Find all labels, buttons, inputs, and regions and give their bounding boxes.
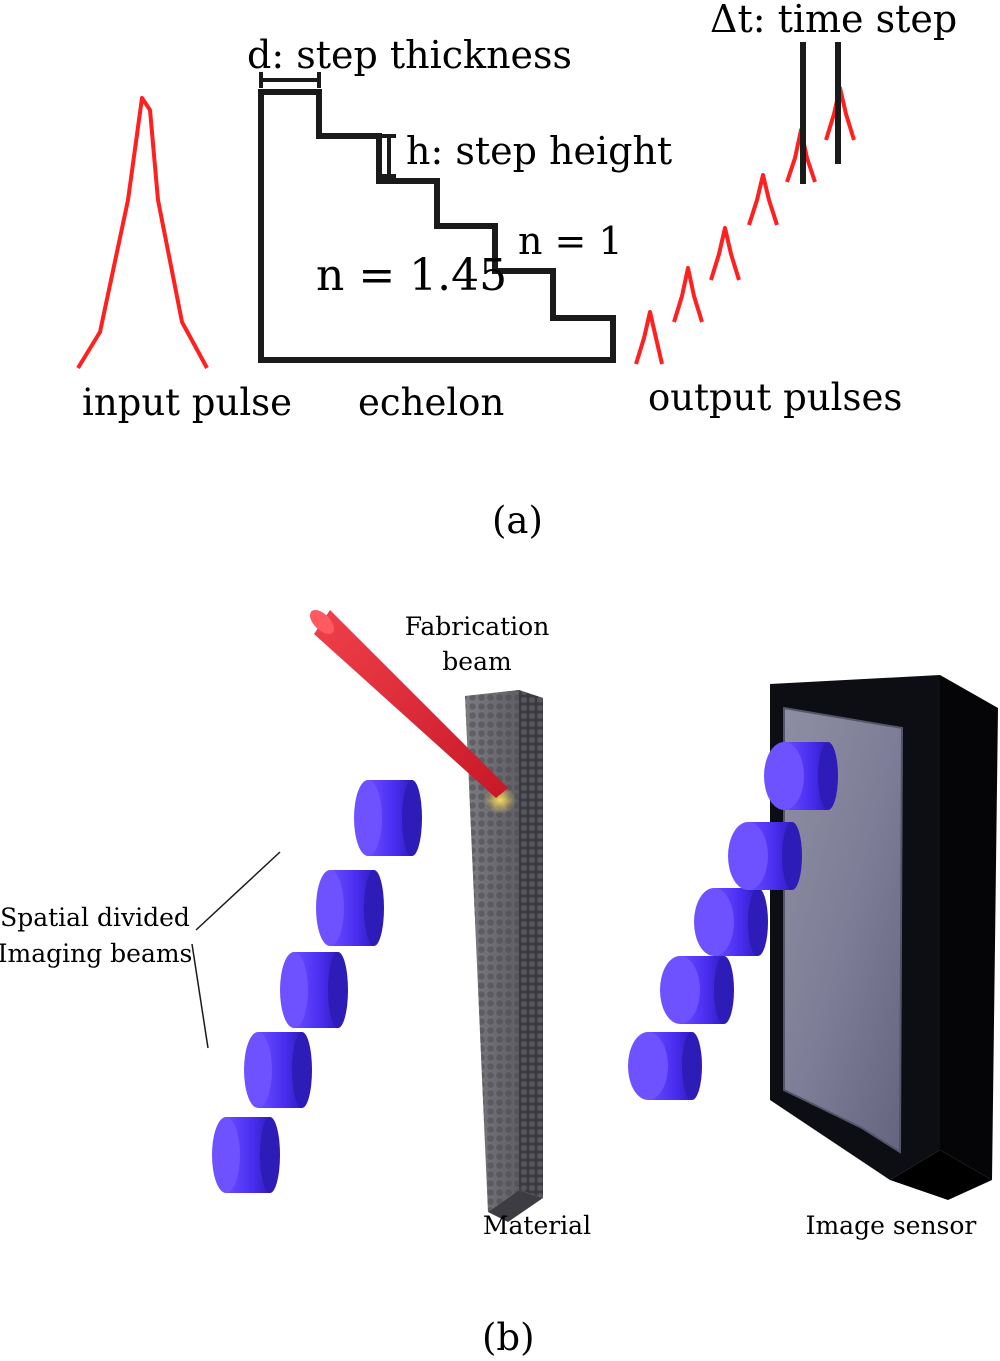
left-imaging-beams	[212, 780, 422, 1193]
imaging-disc	[660, 956, 734, 1024]
step-height-bracket	[382, 134, 396, 178]
imaging-beams-pointer	[191, 851, 281, 1049]
output-pulses-label: output pulses	[648, 376, 902, 419]
panel-b-caption: (b)	[482, 1316, 535, 1359]
air-index-label: n = 1	[518, 219, 623, 263]
output-pulse	[672, 266, 704, 323]
material-label: Material	[483, 1211, 591, 1240]
input-pulse-label: input pulse	[82, 381, 292, 424]
input-pulse	[76, 96, 209, 370]
glass-index-label: n = 1.45	[316, 250, 507, 301]
imaging-disc	[628, 1032, 702, 1100]
material-slab	[465, 690, 543, 1222]
imaging-disc	[764, 742, 838, 810]
imaging-disc	[212, 1117, 280, 1193]
echelon-label: echelon	[358, 381, 504, 424]
sensor-glass	[784, 708, 902, 1152]
imaging-disc	[316, 870, 384, 946]
step-thickness-bracket	[259, 72, 321, 88]
fabrication-beam	[314, 610, 508, 798]
imaging-beams-label-line1: Spatial divided	[0, 903, 190, 932]
imaging-disc	[694, 888, 768, 956]
imaging-disc	[244, 1032, 312, 1108]
time-step-label: Δt: time step	[710, 0, 957, 41]
right-imaging-beams	[628, 742, 838, 1100]
echelon-outline	[258, 89, 616, 363]
output-pulse	[747, 173, 779, 226]
panel-a-caption: (a)	[492, 499, 543, 542]
fabrication-beam-label-line2: beam	[442, 647, 512, 676]
time-step-bars	[800, 42, 841, 184]
step-thickness-label: d: step thickness	[247, 33, 572, 77]
imaging-beams-label-line2: Imaging beams	[0, 939, 192, 968]
output-pulse	[634, 310, 664, 365]
imaging-disc	[728, 822, 802, 890]
panel-b: Fabrication beam Spatial divided Imaging…	[0, 609, 998, 1359]
step-height-label: h: step height	[406, 129, 672, 173]
imaging-disc	[280, 952, 348, 1028]
image-sensor	[770, 675, 998, 1200]
panel-a: d: step thickness h: step height n = 1.4…	[76, 0, 957, 542]
fabrication-beam-label-line1: Fabrication	[405, 612, 550, 641]
imaging-disc	[354, 780, 422, 856]
output-pulse	[709, 226, 741, 281]
image-sensor-label: Image sensor	[806, 1211, 977, 1240]
